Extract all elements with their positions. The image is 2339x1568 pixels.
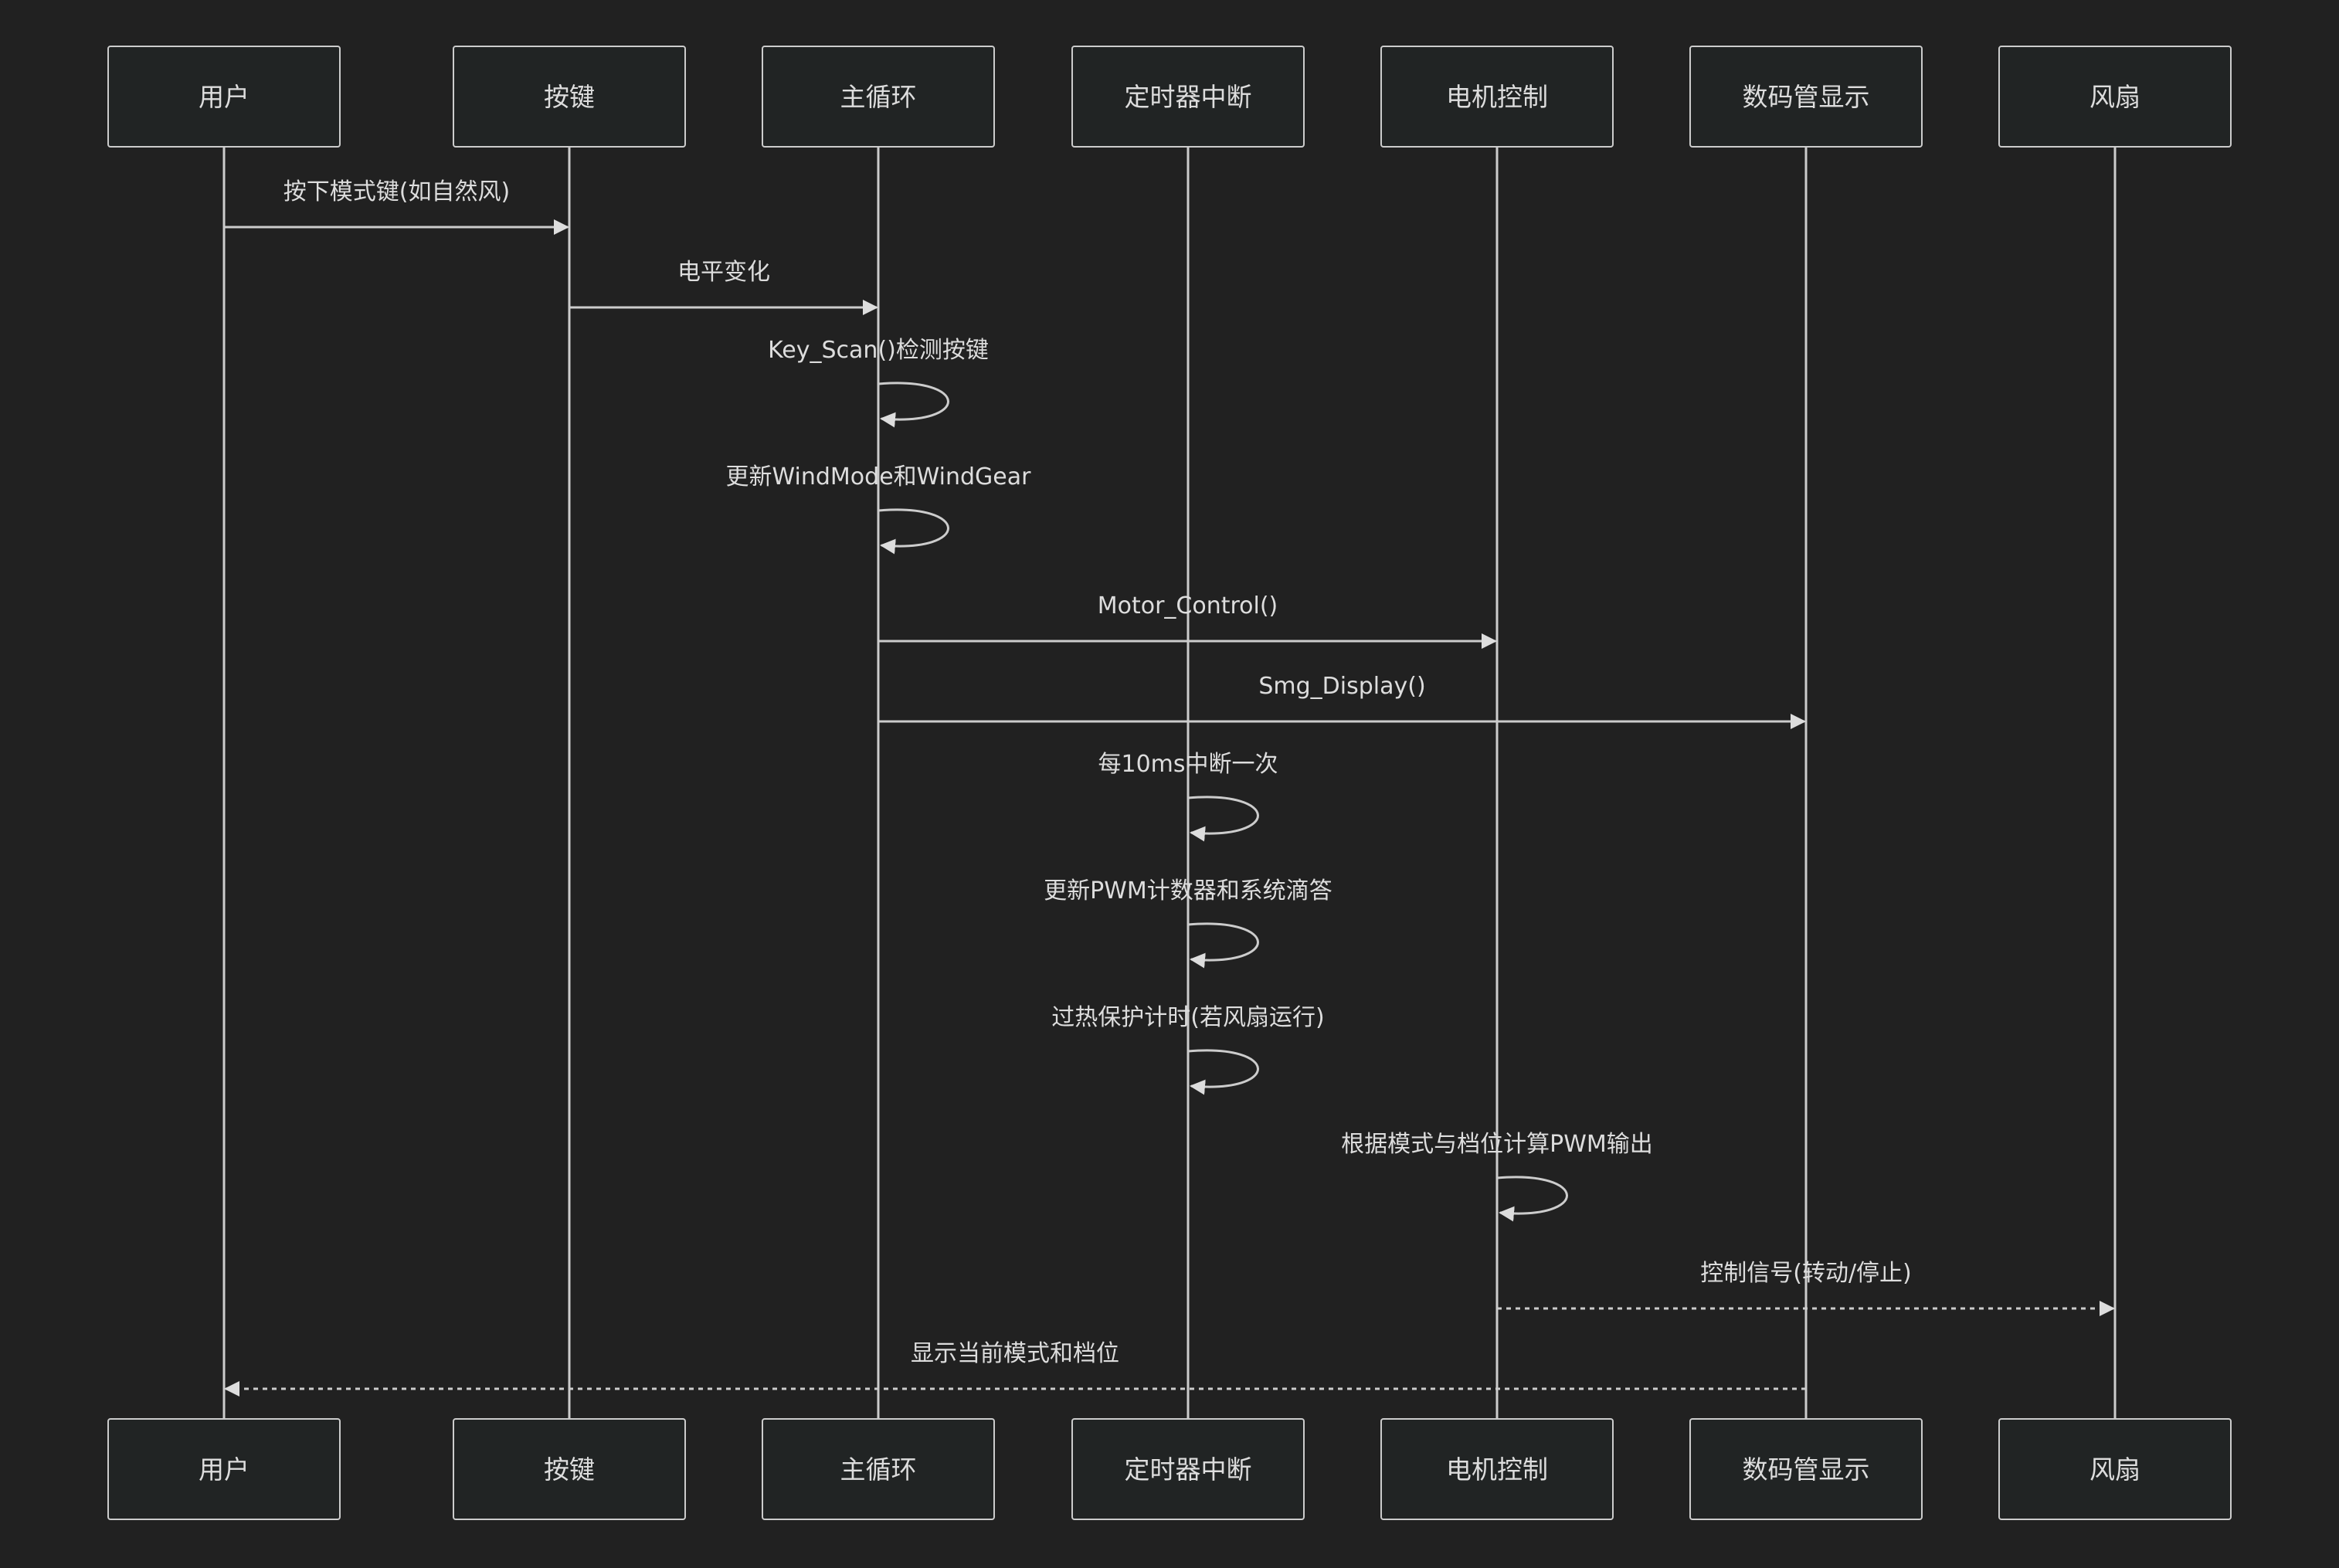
participant-timer-top: 定时器中断 [1071,46,1305,148]
message-label: Smg_Display() [1258,673,1425,700]
participant-timer-bottom: 定时器中断 [1071,1418,1305,1520]
participant-label: 风扇 [2089,82,2140,112]
participant-box [107,1418,341,1520]
participant-mainloop-top: 主循环 [762,46,995,148]
participant-mainloop-bottom: 主循环 [762,1418,995,1520]
message-label: 更新PWM计数器和系统滴答 [1044,877,1332,904]
participant-label: 用户 [199,82,250,112]
participant-fan-bottom: 风扇 [1998,1418,2232,1520]
participant-box [1380,46,1614,148]
participant-motor-top: 电机控制 [1380,46,1614,148]
participant-motor-bottom: 电机控制 [1380,1418,1614,1520]
participant-smg-bottom: 数码管显示 [1689,1418,1923,1520]
message-label: 显示当前模式和档位 [911,1340,1119,1367]
participant-label: 电机控制 [1446,82,1548,112]
participant-label: 主循环 [840,1454,917,1485]
message-label: 按下模式键(如自然风) [283,178,510,205]
participant-box [1998,46,2232,148]
participant-label: 主循环 [840,82,917,112]
message-label: 电平变化 [677,259,770,286]
participant-box [1689,46,1923,148]
message-12: 显示当前模式和档位 [224,1340,1806,1397]
participant-label: 按键 [544,1454,595,1485]
participant-label: 定时器中断 [1125,1454,1252,1485]
participant-box [453,1418,686,1520]
participant-box [762,1418,995,1520]
participant-label: 电机控制 [1446,1454,1548,1485]
message-5: Motor_Control() [878,592,1497,649]
participant-label: 定时器中断 [1125,82,1252,112]
message-6: Smg_Display() [878,673,1806,729]
participant-user-top: 用户 [107,46,341,148]
participant-fan-top: 风扇 [1998,46,2232,148]
participant-label: 按键 [544,82,595,112]
participant-box [1380,1418,1614,1520]
participant-box [762,46,995,148]
message-2: 电平变化 [569,259,878,315]
participant-label: 风扇 [2089,1454,2140,1485]
message-label: Motor_Control() [1098,592,1278,619]
participant-label: 用户 [199,1454,250,1485]
participant-boxes: 用户用户按键按键主循环主循环定时器中断定时器中断电机控制电机控制数码管显示数码管… [107,46,2232,1520]
message-1: 按下模式键(如自然风) [224,178,569,235]
message-label: 根据模式与档位计算PWM输出 [1341,1131,1653,1158]
message-9: 过热保护计时(若风扇运行) [1051,1004,1325,1095]
participant-box [1689,1418,1923,1520]
participant-box [1071,1418,1305,1520]
participant-box [1998,1418,2232,1520]
message-label: 控制信号(转动/停止) [1700,1260,1912,1287]
message-7: 每10ms中断一次 [1098,751,1278,842]
message-8: 更新PWM计数器和系统滴答 [1044,877,1332,969]
participant-smg-top: 数码管显示 [1689,46,1923,148]
participant-key-top: 按键 [453,46,686,148]
lifelines [222,147,2117,1419]
messages: 按下模式键(如自然风) 电平变化 Key_Scan()检测按键更新WindMode和… [224,178,2115,1397]
self-message-arrow [1187,796,1259,842]
message-label: 更新WindMode和WindGear [726,463,1032,490]
message-10: 根据模式与档位计算PWM输出 [1341,1131,1653,1222]
participant-label: 数码管显示 [1743,1454,1870,1485]
participant-label: 数码管显示 [1743,82,1870,112]
participant-user-bottom: 用户 [107,1418,341,1520]
message-label: 每10ms中断一次 [1098,751,1278,778]
participant-box [1071,46,1305,148]
participant-key-bottom: 按键 [453,1418,686,1520]
message-11: 控制信号(转动/停止) [1497,1260,2115,1316]
message-label: 过热保护计时(若风扇运行) [1051,1004,1324,1031]
self-message-arrow [1187,1049,1259,1095]
self-message-arrow [878,508,949,555]
message-3: Key_Scan()检测按键 [768,337,989,428]
message-4: 更新WindMode和WindGear [726,463,1032,555]
participant-box [107,46,341,148]
self-message-arrow [1496,1176,1568,1222]
message-label: Key_Scan()检测按键 [768,337,989,364]
self-message-arrow [878,382,949,428]
participant-box [453,46,686,148]
self-message-arrow [1187,922,1259,969]
